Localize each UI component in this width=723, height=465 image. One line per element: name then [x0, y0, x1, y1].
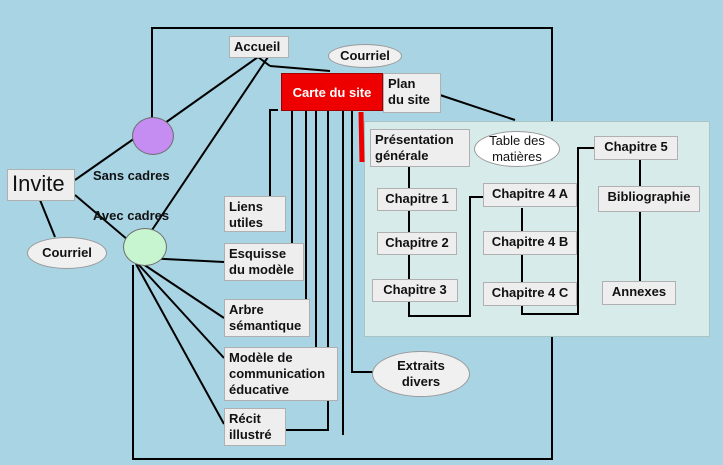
arbre-semantique-label: Arbre sémantique	[229, 302, 302, 333]
courriel-left-label: Courriel	[42, 245, 92, 260]
courriel-top-label: Courriel	[340, 48, 390, 63]
esquisse-node[interactable]: Esquisse du modèle	[224, 243, 304, 281]
courriel-top-node[interactable]: Courriel	[328, 44, 402, 68]
sans-cadres-circle[interactable]	[132, 117, 174, 155]
table-des-matieres-node[interactable]: Table des matières	[474, 131, 560, 167]
courriel-left-node[interactable]: Courriel	[27, 237, 107, 269]
sans-cadres-label: Sans cadres	[93, 168, 170, 183]
plan-du-site-label: Plan du site	[388, 76, 430, 107]
table-des-matieres-label: Table des matières	[489, 133, 545, 164]
chapitre-5-label: Chapitre 5	[604, 139, 668, 154]
chapitre-4c-label: Chapitre 4 C	[491, 285, 569, 300]
plan-du-site-node[interactable]: Plan du site	[383, 73, 441, 113]
bibliographie-node[interactable]: Bibliographie	[598, 186, 700, 212]
chapitre-2-label: Chapitre 2	[385, 235, 449, 250]
chapitre-2-node[interactable]: Chapitre 2	[377, 232, 457, 255]
presentation-generale-node[interactable]: Présentation générale	[370, 129, 470, 167]
modele-communication-node[interactable]: Modèle de communication éducative	[224, 347, 338, 401]
liens-utiles-node[interactable]: Liens utiles	[224, 196, 286, 232]
chapitre-3-label: Chapitre 3	[383, 282, 447, 297]
chapitre-4a-label: Chapitre 4 A	[491, 186, 569, 201]
chapitre-1-node[interactable]: Chapitre 1	[377, 188, 457, 211]
chapitre-5-node[interactable]: Chapitre 5	[594, 136, 678, 160]
extraits-divers-node[interactable]: Extraits divers	[372, 351, 470, 397]
chapitre-4b-node[interactable]: Chapitre 4 B	[483, 231, 577, 255]
chapitre-4a-node[interactable]: Chapitre 4 A	[483, 183, 577, 207]
extraits-divers-label: Extraits divers	[397, 358, 445, 389]
accueil-node[interactable]: Accueil	[229, 36, 289, 58]
red-connector	[358, 111, 365, 163]
esquisse-label: Esquisse du modèle	[229, 246, 295, 277]
annexes-node[interactable]: Annexes	[602, 281, 676, 305]
chapitre-3-node[interactable]: Chapitre 3	[372, 279, 458, 302]
avec-cadres-label: Avec cadres	[93, 208, 170, 223]
recit-illustre-label: Récit illustré	[229, 411, 272, 442]
invite-node[interactable]: Invite	[7, 169, 75, 201]
arbre-semantique-node[interactable]: Arbre sémantique	[224, 299, 310, 337]
bibliographie-label: Bibliographie	[607, 189, 691, 204]
annexes-label: Annexes	[611, 284, 667, 299]
presentation-generale-label: Présentation générale	[375, 132, 454, 163]
accueil-label: Accueil	[234, 39, 281, 54]
chapitre-4b-label: Chapitre 4 B	[491, 234, 569, 249]
liens-utiles-label: Liens utiles	[229, 199, 263, 230]
chapitre-1-label: Chapitre 1	[385, 191, 449, 206]
invite-label: Invite	[12, 171, 65, 196]
carte-du-site-label: Carte du site	[292, 84, 372, 100]
recit-illustre-node[interactable]: Récit illustré	[224, 408, 286, 446]
avec-cadres-circle[interactable]	[123, 228, 167, 266]
carte-du-site-node[interactable]: Carte du site	[281, 73, 383, 111]
chapitre-4c-node[interactable]: Chapitre 4 C	[483, 282, 577, 306]
modele-communication-label: Modèle de communication éducative	[229, 350, 326, 397]
